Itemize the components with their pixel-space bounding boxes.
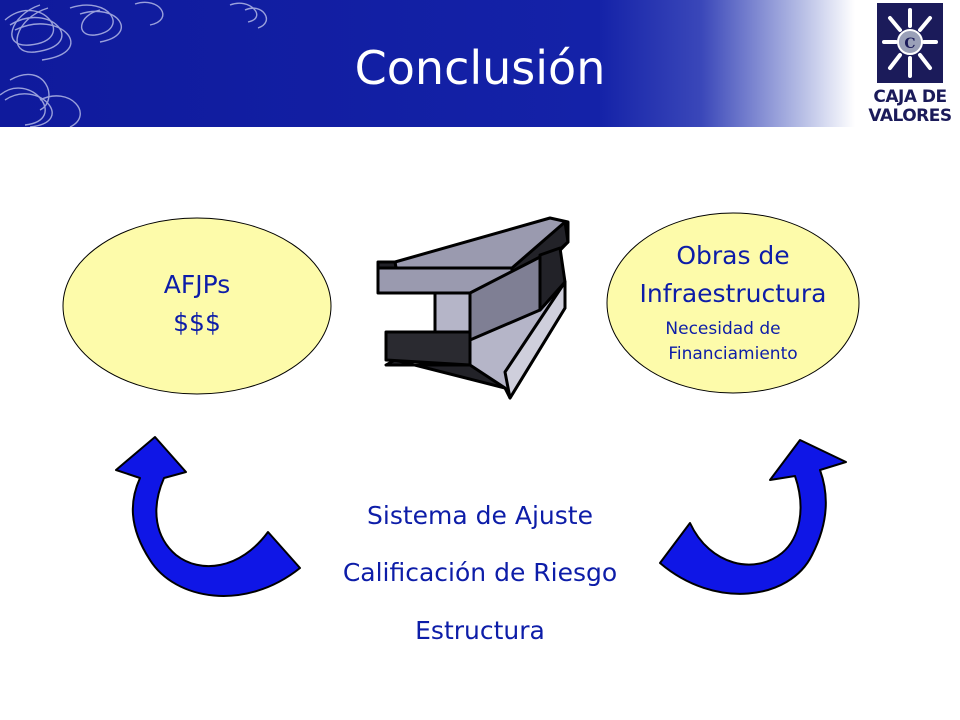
- curved-arrow-left-icon: [115, 436, 301, 597]
- infraestructura-ellipse: [606, 212, 860, 394]
- financiamiento-label: Financiamiento: [668, 344, 798, 364]
- logo-line-2: VALORES: [868, 106, 952, 126]
- afjps-money-label: $$$: [173, 308, 221, 337]
- calificacion-de-riesgo-text: Calificación de Riesgo: [342, 558, 618, 587]
- afjps-label: AFJPs: [163, 270, 231, 299]
- header-swirl-pattern: [0, 1, 267, 127]
- obras-de-label: Obras de: [676, 241, 790, 270]
- page-title: Conclusión: [354, 41, 606, 95]
- i-beam-icon: [376, 216, 570, 400]
- svg-text:C: C: [904, 36, 915, 52]
- infraestructura-label: Infraestructura: [639, 279, 827, 308]
- caja-de-valores-emblem-icon: C: [877, 3, 943, 83]
- sistema-de-ajuste-text: Sistema de Ajuste: [367, 501, 593, 530]
- logo-line-1: CAJA DE: [873, 87, 947, 107]
- curved-arrow-right-icon: [659, 439, 847, 595]
- necesidad-de-label: Necesidad de: [665, 319, 781, 339]
- header-band: [0, 0, 855, 127]
- afjps-ellipse: [62, 217, 332, 395]
- caja-de-valores-logo: C CAJA DE VALORES: [860, 0, 960, 132]
- estructura-text: Estructura: [415, 616, 545, 645]
